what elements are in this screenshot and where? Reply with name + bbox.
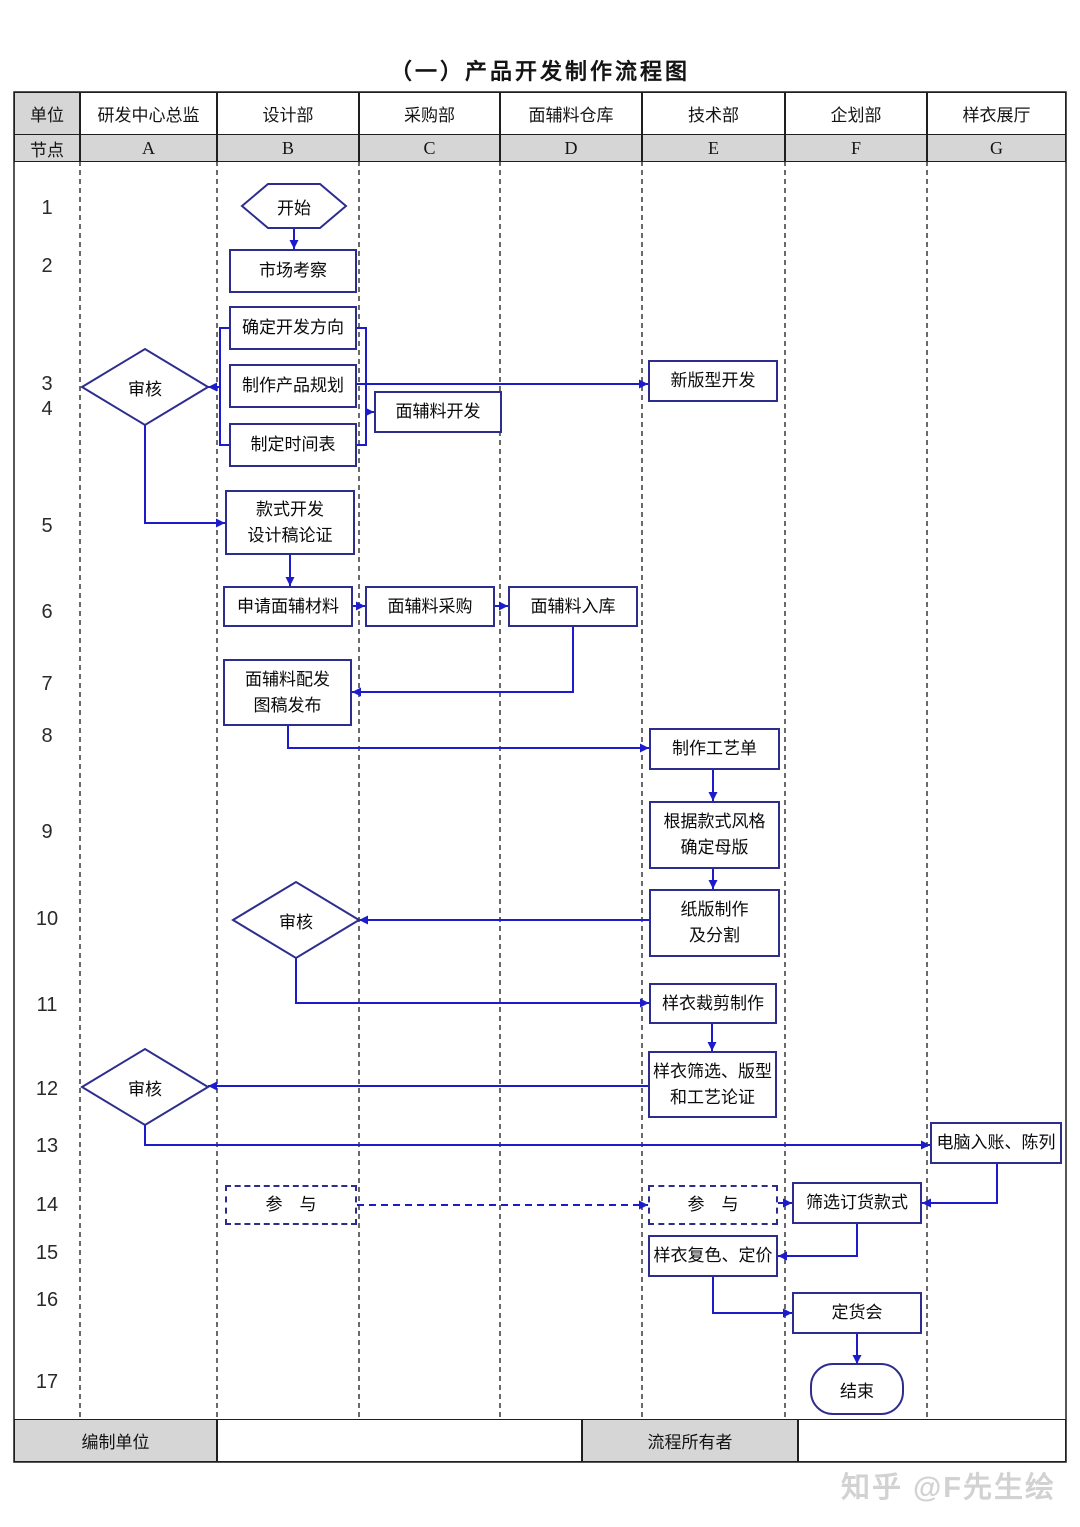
row-number-10: 10 [35,908,59,930]
node-paper-pattern: 纸版制作 及分割 [649,889,780,957]
dept-header-purchasing: 采购部 [359,92,500,135]
node-order-style-selection: 筛选订货款式 [792,1182,922,1224]
node-header-label: 节点 [14,134,80,162]
dept-header-design: 设计部 [217,92,359,135]
end-terminator [810,1363,904,1415]
node-craft-sheet: 制作工艺单 [649,728,780,770]
node-set-direction: 确定开发方向 [229,306,357,350]
dept-header-technical: 技术部 [642,92,785,135]
node-order-meeting: 定货会 [792,1292,922,1334]
lane-letter-a: A [80,134,217,162]
node-fabric-distribution: 面辅料配发 图稿发布 [223,659,352,726]
footer-process-owner-value [798,1419,1066,1462]
node-sample-cutting: 样衣裁剪制作 [649,983,777,1024]
footer-process-owner-label: 流程所有者 [582,1419,798,1462]
dept-header-planning: 企划部 [785,92,927,135]
review-diamond-2 [231,880,361,960]
node-request-materials: 申请面辅材料 [223,586,353,627]
review-diamond-3 [80,1047,210,1127]
row-number-2: 2 [41,255,53,277]
row-number-16: 16 [35,1289,59,1311]
node-participate-tech: 参 与 [648,1185,778,1225]
lane-letter-c: C [359,134,500,162]
row-number-13: 13 [35,1135,59,1157]
row-number-3: 3 [41,373,53,395]
lane-letter-f: F [785,134,927,162]
node-fabric-purchase: 面辅料采购 [365,586,495,627]
review-diamond-1 [80,347,210,427]
lane-letter-g: G [927,134,1066,162]
footer-compiling-unit-label: 编制单位 [14,1419,217,1462]
row-number-12: 12 [35,1078,59,1100]
node-fabric-warehouse: 面辅料入库 [508,586,638,627]
lane-letter-e: E [642,134,785,162]
row-number-1: 1 [41,197,53,219]
row-number-4: 4 [41,398,53,420]
dept-header-showroom: 样衣展厅 [927,92,1066,135]
row-number-9: 9 [41,821,53,843]
row-number-8: 8 [41,725,53,747]
node-sample-pricing: 样衣复色、定价 [648,1235,778,1277]
node-new-pattern-dev: 新版型开发 [648,360,778,402]
start-hexagon [240,183,348,229]
row-number-5: 5 [41,515,53,537]
footer-compiling-unit-value [217,1419,582,1462]
swimlane-dividers [79,161,928,1419]
row-number-17: 17 [35,1371,59,1393]
node-sample-screening: 样衣筛选、版型 和工艺论证 [648,1051,777,1118]
row-number-14: 14 [35,1194,59,1216]
row-number-7: 7 [41,673,53,695]
unit-header-label: 单位 [14,92,80,135]
dept-header-rd-director: 研发中心总监 [80,92,217,135]
node-fabric-dev: 面辅料开发 [374,391,502,433]
node-master-pattern: 根据款式风格 确定母版 [649,801,780,869]
flow-arrows [144,229,998,1364]
row-number-6: 6 [41,601,53,623]
watermark: 知乎 @F先生绘 [840,1472,1056,1504]
page-title: （一）产品开发制作流程图 [389,59,690,84]
row-number-15: 15 [35,1242,59,1264]
row-number-11: 11 [36,994,58,1016]
lane-letter-b: B [217,134,359,162]
lane-letter-d: D [500,134,642,162]
node-style-dev: 款式开发 设计稿论证 [225,490,355,555]
dept-header-warehouse: 面辅料仓库 [500,92,642,135]
node-computer-entry: 电脑入账、陈列 [930,1122,1062,1164]
node-set-timetable: 制定时间表 [229,423,357,467]
node-participate-design: 参 与 [225,1185,357,1225]
node-market-survey: 市场考察 [229,249,357,293]
table-outline [13,91,1067,1463]
node-product-plan: 制作产品规划 [229,364,357,408]
